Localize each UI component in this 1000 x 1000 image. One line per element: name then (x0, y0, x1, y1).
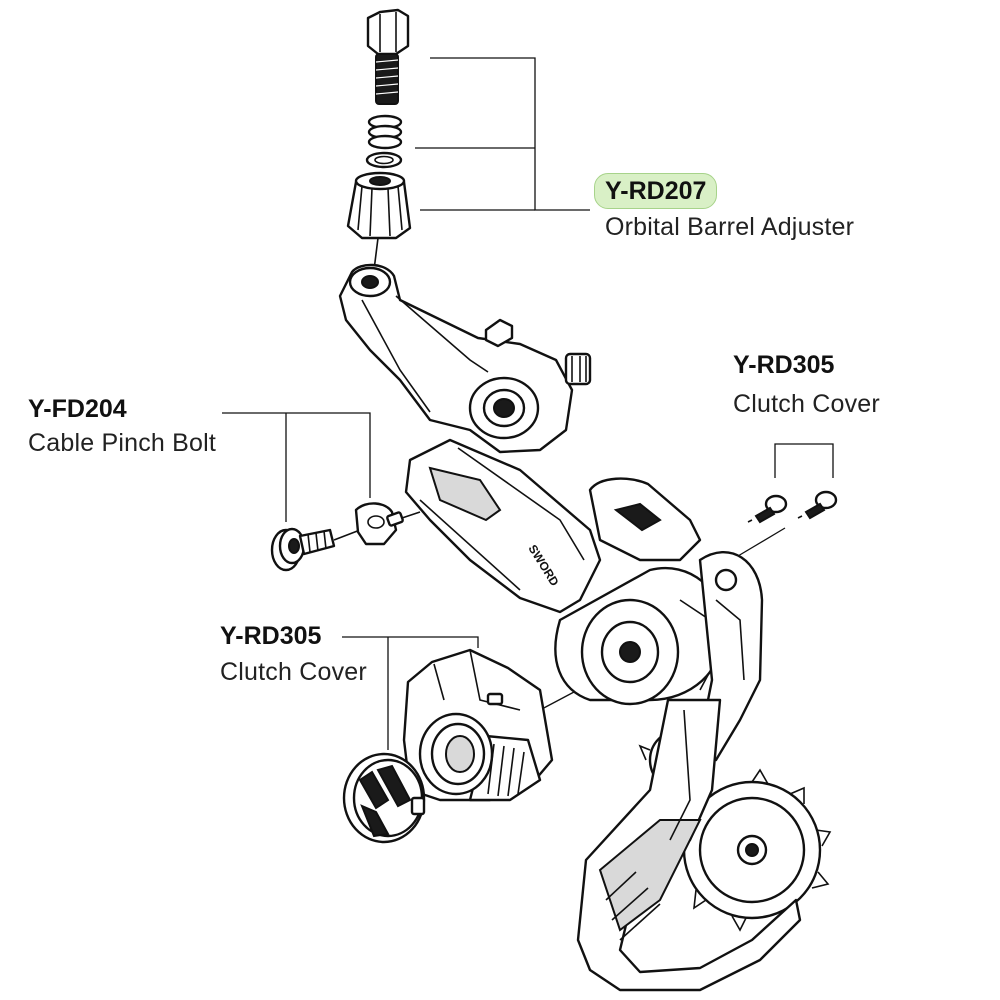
barrel-adjuster-code: Y-RD207 (594, 173, 718, 209)
barrel-adjuster-name: Orbital Barrel Adjuster (605, 213, 855, 241)
barrel-adjuster-parts (346, 8, 412, 271)
clutch-cover-left-code: Y-RD305 (220, 622, 322, 650)
cage-and-pulley (576, 698, 832, 992)
screw-right (797, 490, 838, 520)
lower-pulley (682, 768, 832, 932)
cable-pinch-bolt-name: Cable Pinch Bolt (28, 429, 217, 457)
leader-lines (222, 57, 834, 791)
cable-pinch-bolt-parts (270, 502, 421, 572)
cable-pinch-bolt-code: Y-FD204 (28, 395, 127, 423)
leader-clutch-cover-right (774, 443, 834, 478)
leader-barrel-adjuster (430, 57, 590, 211)
clutch-cover-screws (747, 490, 838, 524)
clutch-cover-assembly (342, 648, 554, 844)
clutch-cover-right-code: Y-RD305 (733, 351, 835, 379)
clutch-end-cap (342, 752, 426, 844)
screw-left (747, 494, 788, 524)
derailleur-body: SWORD (338, 263, 764, 762)
leader-cable-pinch-bolt (222, 412, 371, 498)
leader-clutch-cover-left (342, 636, 479, 648)
clutch-cover-left-name: Clutch Cover (220, 658, 367, 686)
clutch-cover-right-name: Clutch Cover (733, 390, 880, 418)
